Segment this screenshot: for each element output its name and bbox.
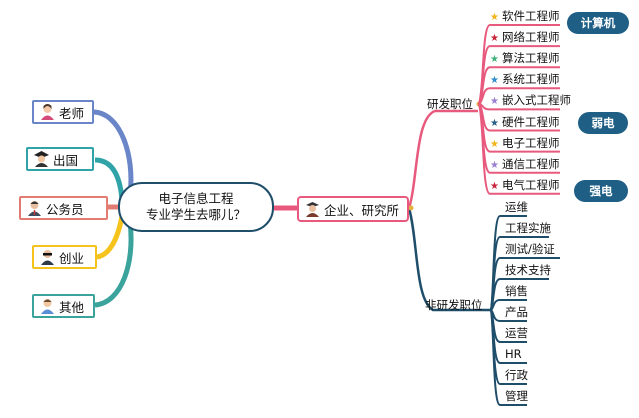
graduate-avatar-icon <box>34 151 49 167</box>
teacher-avatar-icon <box>40 104 55 120</box>
node-teacher[interactable]: 老师 <box>32 100 94 124</box>
non-research-item[interactable]: 行政 <box>505 368 528 382</box>
node-enterprise[interactable]: 企业、研究所 <box>297 196 409 222</box>
central-topic[interactable]: 电子信息工程 专业学生去哪儿？ <box>118 182 274 232</box>
node-label: 其他 <box>59 299 85 315</box>
research-item-label: 通信工程师 <box>501 156 560 171</box>
central-line-2: 专业学生去哪儿？ <box>145 207 246 222</box>
scholar-avatar-icon <box>305 201 320 217</box>
research-link <box>478 103 560 195</box>
research-item-label: 嵌入式工程师 <box>501 93 571 108</box>
node-startup[interactable]: 创业 <box>32 245 97 269</box>
research-link <box>478 87 560 105</box>
other-avatar-icon <box>40 298 55 314</box>
non-research-item[interactable]: 测试/验证 <box>505 242 555 256</box>
non-research-item[interactable]: 销售 <box>505 284 528 298</box>
branch-line-research <box>407 109 478 209</box>
node-label: 公务员 <box>46 201 84 217</box>
tag-strong-current[interactable]: 强电 <box>574 180 628 202</box>
tag-weak-current[interactable]: 弱电 <box>578 112 628 134</box>
research-item-label: 网络工程师 <box>501 30 560 45</box>
research-item-label: 电子工程师 <box>501 135 560 150</box>
star-icon: ★ <box>490 159 499 171</box>
non-research-item[interactable]: HR <box>505 347 522 361</box>
star-icon: ★ <box>490 180 499 192</box>
branch-line-other <box>94 221 134 308</box>
non-research-link <box>490 309 527 406</box>
branch-line-abroad <box>94 157 125 201</box>
research-item[interactable]: ★软件工程师 <box>490 9 559 25</box>
label-research[interactable]: 研发职位 <box>427 97 473 111</box>
research-item-label: 系统工程师 <box>501 72 560 87</box>
non-research-item[interactable]: 产品 <box>505 305 528 319</box>
label-non-research[interactable]: 非研发职位 <box>425 298 483 312</box>
node-abroad[interactable]: 出国 <box>26 147 94 171</box>
node-label: 创业 <box>59 250 85 266</box>
star-icon: ★ <box>490 12 499 23</box>
research-item-label: 算法工程师 <box>501 51 560 66</box>
tag-computer[interactable]: 计算机 <box>567 12 629 34</box>
node-other[interactable]: 其他 <box>32 294 95 318</box>
research-item[interactable]: ★通信工程师 <box>490 157 559 173</box>
node-label: 企业、研究所 <box>324 202 400 218</box>
star-icon: ★ <box>490 54 499 66</box>
branch-line-nonresearch <box>407 207 491 312</box>
official-avatar-icon <box>27 200 42 216</box>
star-icon: ★ <box>490 117 499 129</box>
non-research-link <box>490 299 527 311</box>
non-research-item[interactable]: 技术支持 <box>505 263 551 277</box>
research-item-label: 电气工程师 <box>501 177 560 192</box>
star-icon: ★ <box>490 33 499 45</box>
non-research-item[interactable]: 工程实施 <box>505 221 551 235</box>
research-item-label: 软件工程师 <box>501 9 560 23</box>
star-icon: ★ <box>490 96 499 108</box>
research-item[interactable]: ★算法工程师 <box>490 51 559 67</box>
branch-line-startup <box>96 215 125 260</box>
research-item[interactable]: ★嵌入式工程师 <box>490 93 571 109</box>
central-line-1: 电子信息工程 <box>158 191 234 206</box>
research-item[interactable]: ★网络工程师 <box>490 30 559 46</box>
research-item[interactable]: ★系统工程师 <box>490 72 559 88</box>
node-official[interactable]: 公务员 <box>19 196 108 220</box>
star-icon: ★ <box>490 138 499 150</box>
research-item-label: 硬件工程师 <box>501 114 560 129</box>
research-item[interactable]: ★硬件工程师 <box>490 115 559 131</box>
research-item[interactable]: ★电气工程师 <box>490 178 559 194</box>
node-label: 老师 <box>59 105 85 121</box>
non-research-item[interactable]: 管理 <box>505 389 528 403</box>
star-icon: ★ <box>490 75 499 87</box>
research-item[interactable]: ★电子工程师 <box>490 136 559 152</box>
non-research-item[interactable]: 运维 <box>505 200 528 214</box>
non-research-item[interactable]: 运营 <box>505 326 528 340</box>
node-label: 出国 <box>53 152 79 168</box>
entrepreneur-avatar-icon <box>40 249 55 265</box>
branch-line-teacher <box>92 109 134 196</box>
